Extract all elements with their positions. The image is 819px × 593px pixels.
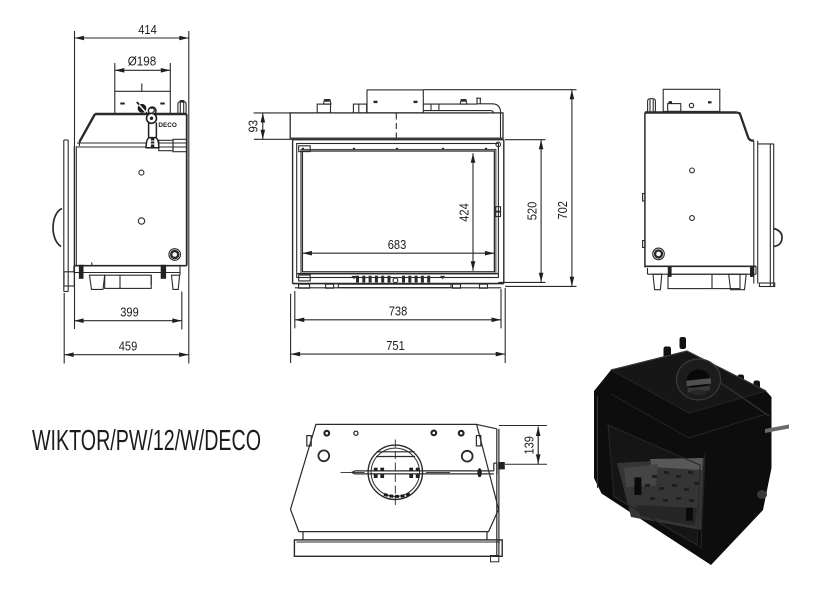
svg-text:702: 702 [556, 201, 570, 220]
svg-text:683: 683 [388, 238, 407, 252]
svg-text:738: 738 [389, 304, 408, 318]
svg-text:414: 414 [138, 23, 157, 37]
svg-text:139: 139 [523, 436, 537, 455]
svg-text:399: 399 [120, 306, 139, 320]
svg-text:93: 93 [246, 120, 260, 133]
svg-text:DECO: DECO [158, 122, 176, 129]
svg-text:751: 751 [386, 339, 405, 353]
svg-text:WIKTOR/PW/12/W/DECO: WIKTOR/PW/12/W/DECO [32, 425, 261, 457]
svg-text:520: 520 [526, 202, 540, 221]
svg-text:459: 459 [119, 340, 138, 354]
svg-text:424: 424 [458, 203, 472, 222]
svg-text:Ø198: Ø198 [128, 55, 157, 69]
